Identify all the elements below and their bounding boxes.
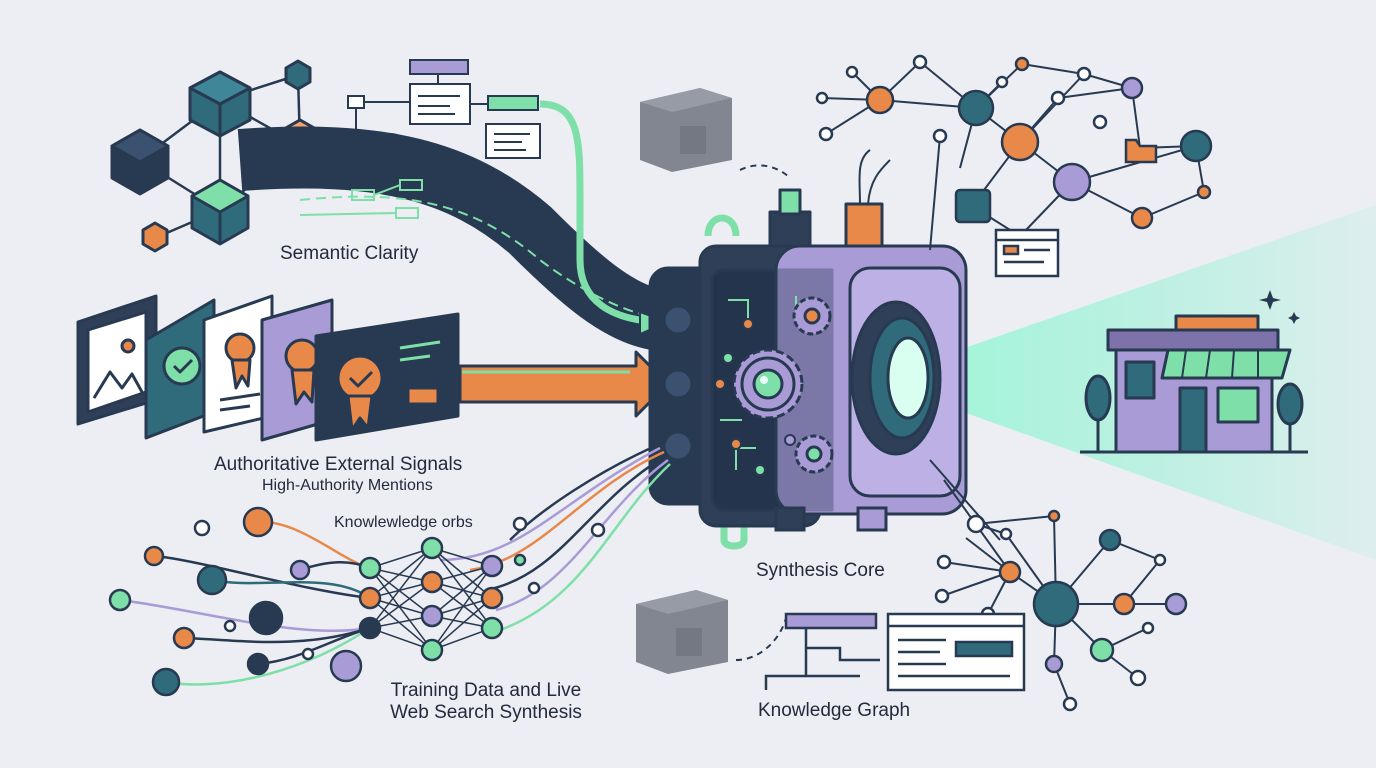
server-box-icon-lower <box>636 590 728 674</box>
knowledge-graph-docs-icon <box>764 612 1026 692</box>
cube-small-teal <box>284 59 312 91</box>
cube-small-orange <box>141 221 169 253</box>
label-training-data: Training Data and Live Web Search Synthe… <box>376 680 596 724</box>
pipe-circuit <box>299 179 423 219</box>
label-knowledge-graph: Knowledge Graph <box>758 700 911 721</box>
dashed-link-upper <box>739 164 791 179</box>
label-high-authority-mentions: High-Authority Mentions <box>262 477 433 494</box>
folder-icon <box>1124 138 1158 164</box>
dashed-link-lower <box>735 617 787 661</box>
label-synthesis-core: Synthesis Core <box>756 560 885 581</box>
certificate-card-icon <box>76 294 460 442</box>
mint-tube <box>539 100 661 326</box>
flowchart-icon <box>347 59 541 159</box>
cube-mint <box>190 178 250 246</box>
core-link-bottom <box>929 459 1001 541</box>
gear-icon <box>732 348 804 420</box>
network-nodes-bottom <box>934 509 1188 712</box>
neural-network-lines <box>369 547 493 651</box>
gear-icon-small-bottom <box>794 434 834 474</box>
browser-window-icon <box>994 228 1060 278</box>
core-nodes <box>714 318 796 476</box>
square-node <box>954 188 992 224</box>
knowledge-orbs <box>108 506 363 697</box>
server-box-icon <box>640 88 732 172</box>
storefront-icon <box>1080 314 1308 454</box>
label-knowledge-orbs: Knowlewledge orbs <box>334 514 473 531</box>
gear-icon-small-top <box>792 296 832 336</box>
cube-navy <box>110 128 170 196</box>
sparkle-icon <box>1259 290 1300 324</box>
neural-network-nodes <box>358 516 606 662</box>
label-training-line1: Training Data and Live <box>390 680 582 701</box>
wire-bundle <box>439 442 671 632</box>
machine-core-icon <box>648 149 968 550</box>
semantic-pipe <box>237 126 666 351</box>
cube-teal <box>188 70 252 138</box>
label-training-line2: Web Search Synthesis <box>390 702 582 723</box>
orange-arrow <box>458 350 670 418</box>
label-authoritative-signals: Authoritative External Signals <box>214 454 463 475</box>
machine-feet <box>774 506 888 532</box>
network-nodes-top <box>815 54 1213 230</box>
label-semantic-clarity: Semantic Clarity <box>280 243 419 264</box>
